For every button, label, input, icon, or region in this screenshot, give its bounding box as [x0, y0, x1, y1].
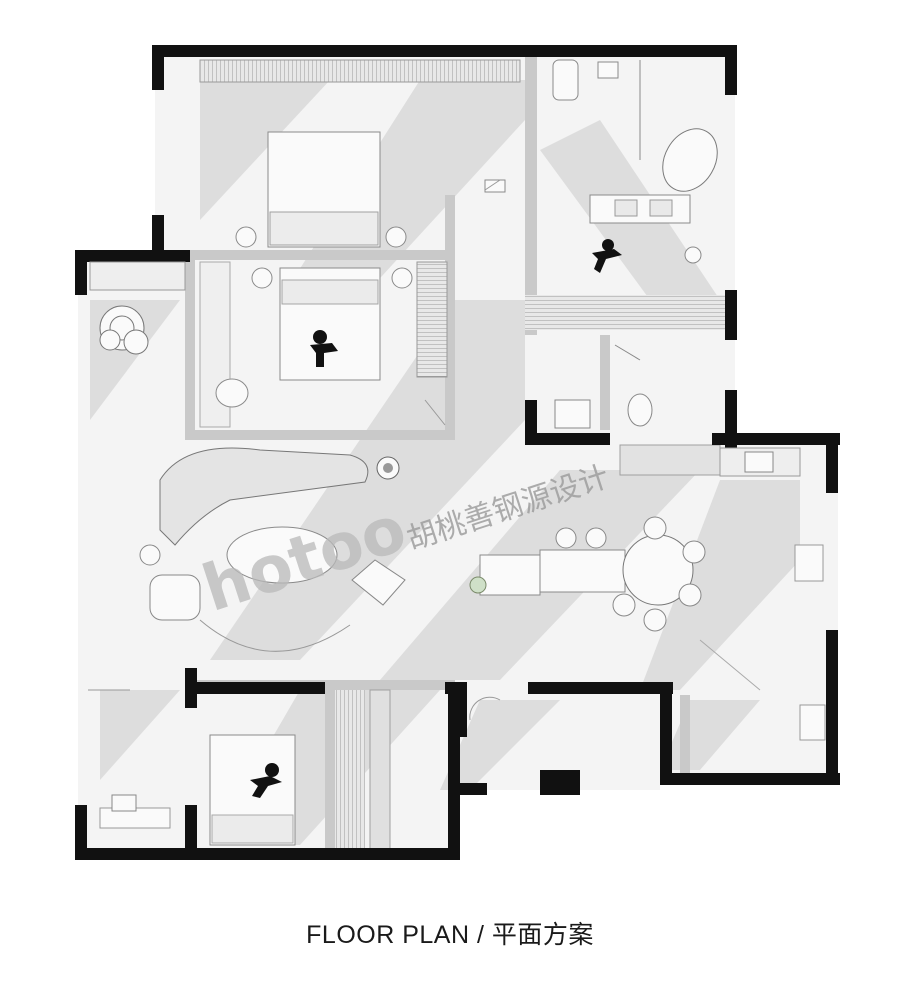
third-bedroom — [99, 734, 296, 846]
master-bedroom — [199, 59, 521, 248]
toilet-icon — [552, 59, 579, 101]
kitchen — [699, 447, 824, 691]
person-icon — [310, 330, 338, 367]
sofa-icon — [159, 447, 369, 546]
bathtub-icon — [662, 128, 718, 192]
living-room — [139, 447, 406, 652]
plant-icon — [99, 305, 149, 355]
toilet-icon — [627, 393, 653, 427]
master-bath — [552, 59, 718, 273]
door-swings — [88, 179, 501, 691]
person-icon — [250, 763, 282, 798]
dining-area — [469, 516, 706, 632]
toilet-icon — [215, 378, 249, 408]
person-icon — [592, 239, 622, 273]
plan-caption: FLOOR PLAN / 平面方案 — [306, 921, 594, 949]
exterior-walls — [75, 45, 840, 860]
interior-partitions — [185, 55, 725, 851]
small-bath — [554, 344, 653, 429]
bottom-right-bath — [469, 696, 826, 741]
study-area — [89, 261, 186, 355]
floor-plan-drawing: hotoo 胡桃善钢源设计 — [75, 45, 840, 860]
second-bedroom — [199, 261, 448, 428]
